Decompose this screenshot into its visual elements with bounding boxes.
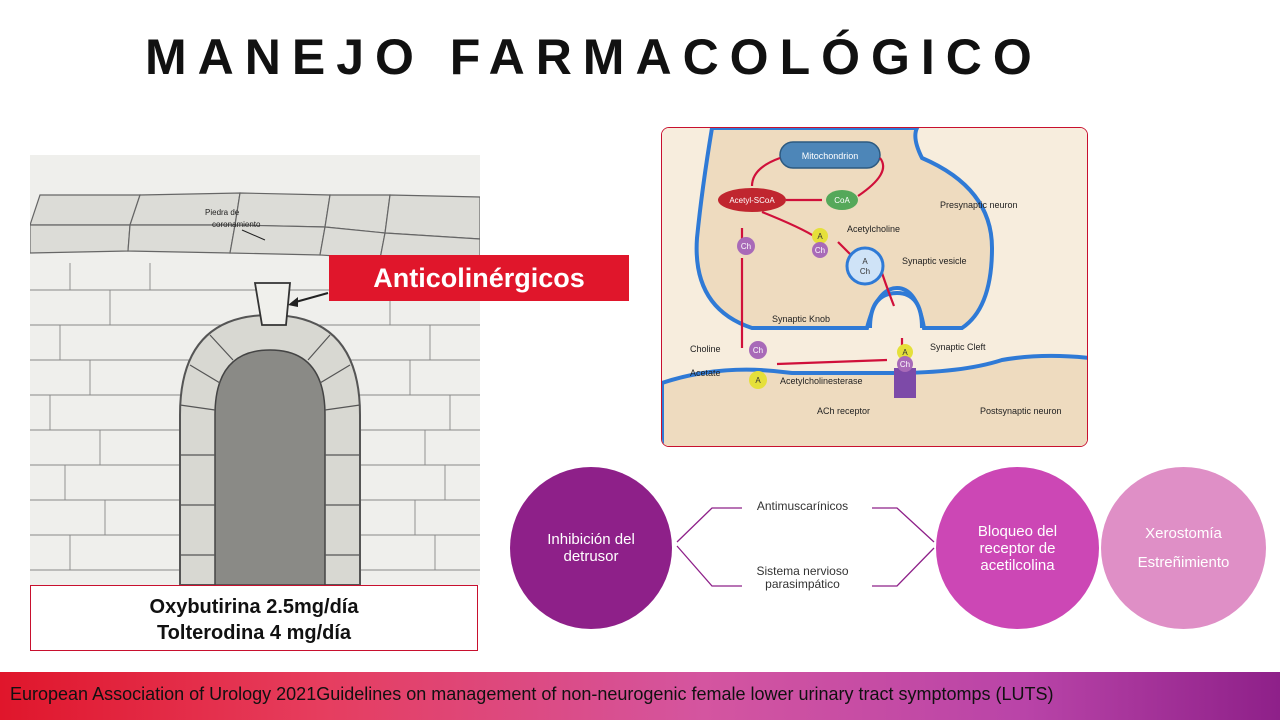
arch-label-2: coronamiento [212,220,261,229]
drug-tolterodine: Tolterodina 4 mg/día [156,622,352,644]
mitochondrion-label: Mitochondrion [802,151,859,161]
a-mark-2: A [862,257,868,266]
synaptic-vesicle-label: Synaptic vesicle [902,256,967,266]
ach-receptor-label: ACh receptor [817,406,870,416]
acetate-label: Acetate [690,368,721,378]
acetyl-scoa-label: Acetyl-SCoA [729,196,775,205]
postsynaptic-label: Postsynaptic neuron [980,406,1062,416]
detrusor-inhibition-circle: Inhibición del detrusor [510,467,672,629]
presynaptic-label: Presynaptic neuron [940,200,1018,210]
drug-dose-box: Oxybutirina 2.5mg/día Tolterodina 4 mg/d… [30,585,478,651]
a-mark-4: A [902,348,908,357]
ch-mark-4: Ch [753,346,763,355]
footer-bar [0,672,1280,720]
ch-mark-5: Ch [900,360,910,369]
ch-mark-1: Ch [815,246,825,255]
ch-mark-3: Ch [741,242,751,251]
acetylcholine-label: Acetylcholine [847,224,900,234]
choline-label: Choline [690,344,721,354]
acetylcholinesterase-label: Acetylcholinesterase [780,376,863,386]
footer-citation: European Association of Urology 2021Guid… [10,684,1054,704]
coa-label: CoA [834,196,850,205]
ch-mark-2: Ch [860,267,870,276]
arch-label-1: Piedra de [205,208,240,217]
anticholinergics-label: Anticolinérgicos [329,255,629,301]
a-mark-1: A [817,232,823,241]
receptor-block-text: Bloqueo del receptor de acetilcolina [977,522,1058,574]
parasympathetic-label: Sistema nervioso parasimpático [756,564,849,591]
a-mark-3: A [755,376,761,385]
synapse-diagram-frame: Mitochondrion Acetyl-SCoA CoA A Ch Acety… [661,127,1088,447]
drug-oxybutynin: Oxybutirina 2.5mg/día [149,596,359,618]
synaptic-knob-label: Synaptic Knob [772,314,830,324]
synapse-diagram: Mitochondrion Acetyl-SCoA CoA A Ch Acety… [662,128,1087,446]
detrusor-inhibition-text: Inhibición del detrusor [547,531,635,565]
side-effect-constipation: Estreñimiento [1137,554,1230,571]
synaptic-cleft-label: Synaptic Cleft [930,342,986,352]
arch-illustration: Piedra de coronamiento [30,155,480,585]
receptor-block-circle: Bloqueo del receptor de acetilcolina [936,467,1099,629]
antimuscarinic-label: Antimuscarínicos [756,499,849,513]
side-effects-circle: Xerostomía Estreñimiento [1101,467,1266,629]
side-effect-xerostomia: Xerostomía [1145,525,1222,542]
flow-connector-lines [676,507,935,587]
page-title: MANEJO FARMACOLÓGICO [145,29,1043,85]
